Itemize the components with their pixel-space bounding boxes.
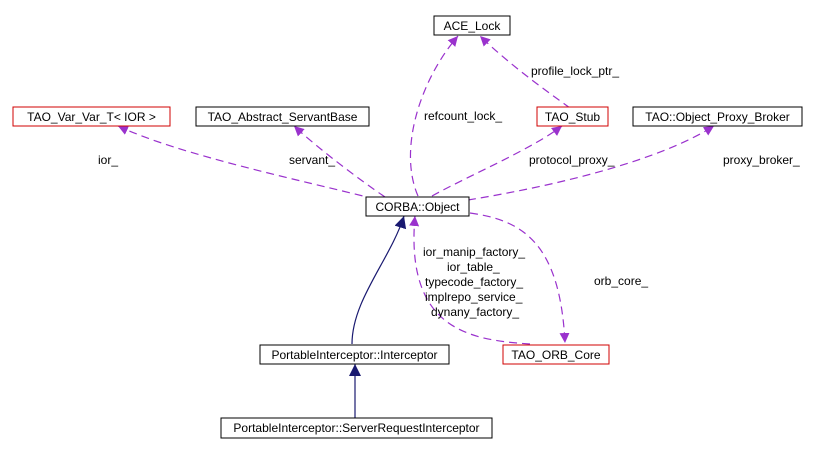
node-portable-interceptor[interactable]: PortableInterceptor::Interceptor [259, 344, 450, 365]
edge-object-to-orb-core [469, 212, 570, 344]
label-ior-manip-factory: ior_manip_factory_ [423, 245, 525, 259]
label-protocol-proxy: protocol_proxy_ [529, 153, 615, 167]
label-orb-core: orb_core_ [594, 274, 648, 288]
svg-text:TAO_Var_Var_T< IOR >: TAO_Var_Var_T< IOR > [27, 110, 156, 124]
svg-text:ACE_Lock: ACE_Lock [444, 19, 502, 33]
node-tao-abstract-servantbase[interactable]: TAO_Abstract_ServantBase [195, 106, 370, 127]
node-ace-lock[interactable]: ACE_Lock [433, 15, 511, 36]
edge-object-to-ace-lock [409, 35, 459, 197]
svg-text:CORBA::Object: CORBA::Object [375, 200, 460, 214]
svg-text:TAO_Abstract_ServantBase: TAO_Abstract_ServantBase [208, 110, 358, 124]
svg-text:TAO_Stub: TAO_Stub [545, 110, 600, 124]
label-ior: ior_ [98, 153, 118, 167]
edge-object-to-var-var [117, 125, 376, 200]
edge-stub-to-ace-lock [479, 35, 571, 109]
node-server-request-interceptor[interactable]: PortableInterceptor::ServerRequestInterc… [220, 417, 493, 439]
svg-text:TAO::Object_Proxy_Broker: TAO::Object_Proxy_Broker [645, 110, 790, 124]
node-tao-orb-core[interactable]: TAO_ORB_Core [502, 344, 610, 365]
node-tao-var-var[interactable]: TAO_Var_Var_T< IOR > [12, 106, 171, 127]
edge-object-to-stub [431, 125, 563, 197]
label-typecode-factory: typecode_factory_ [425, 275, 523, 289]
svg-text:PortableInterceptor::ServerReq: PortableInterceptor::ServerRequestInterc… [233, 421, 479, 435]
node-object-proxy-broker[interactable]: TAO::Object_Proxy_Broker [632, 106, 803, 127]
label-refcount-lock: refcount_lock_ [424, 109, 502, 123]
label-proxy-broker: proxy_broker_ [723, 153, 800, 167]
label-servant: servant_ [289, 153, 335, 167]
node-tao-stub[interactable]: TAO_Stub [536, 106, 609, 127]
edge-object-to-servantbase [293, 125, 386, 198]
label-dynany-factory: dynany_factory_ [431, 305, 519, 319]
svg-text:TAO_ORB_Core: TAO_ORB_Core [511, 348, 600, 362]
label-ior-table: ior_table_ [447, 260, 500, 274]
label-implrepo-service: implrepo_service_ [425, 290, 523, 304]
svg-text:PortableInterceptor::Intercept: PortableInterceptor::Interceptor [271, 348, 437, 362]
edge-interceptor-to-object [351, 215, 407, 345]
node-corba-object[interactable]: CORBA::Object [365, 196, 470, 217]
label-profile-lock-ptr: profile_lock_ptr_ [531, 64, 619, 78]
